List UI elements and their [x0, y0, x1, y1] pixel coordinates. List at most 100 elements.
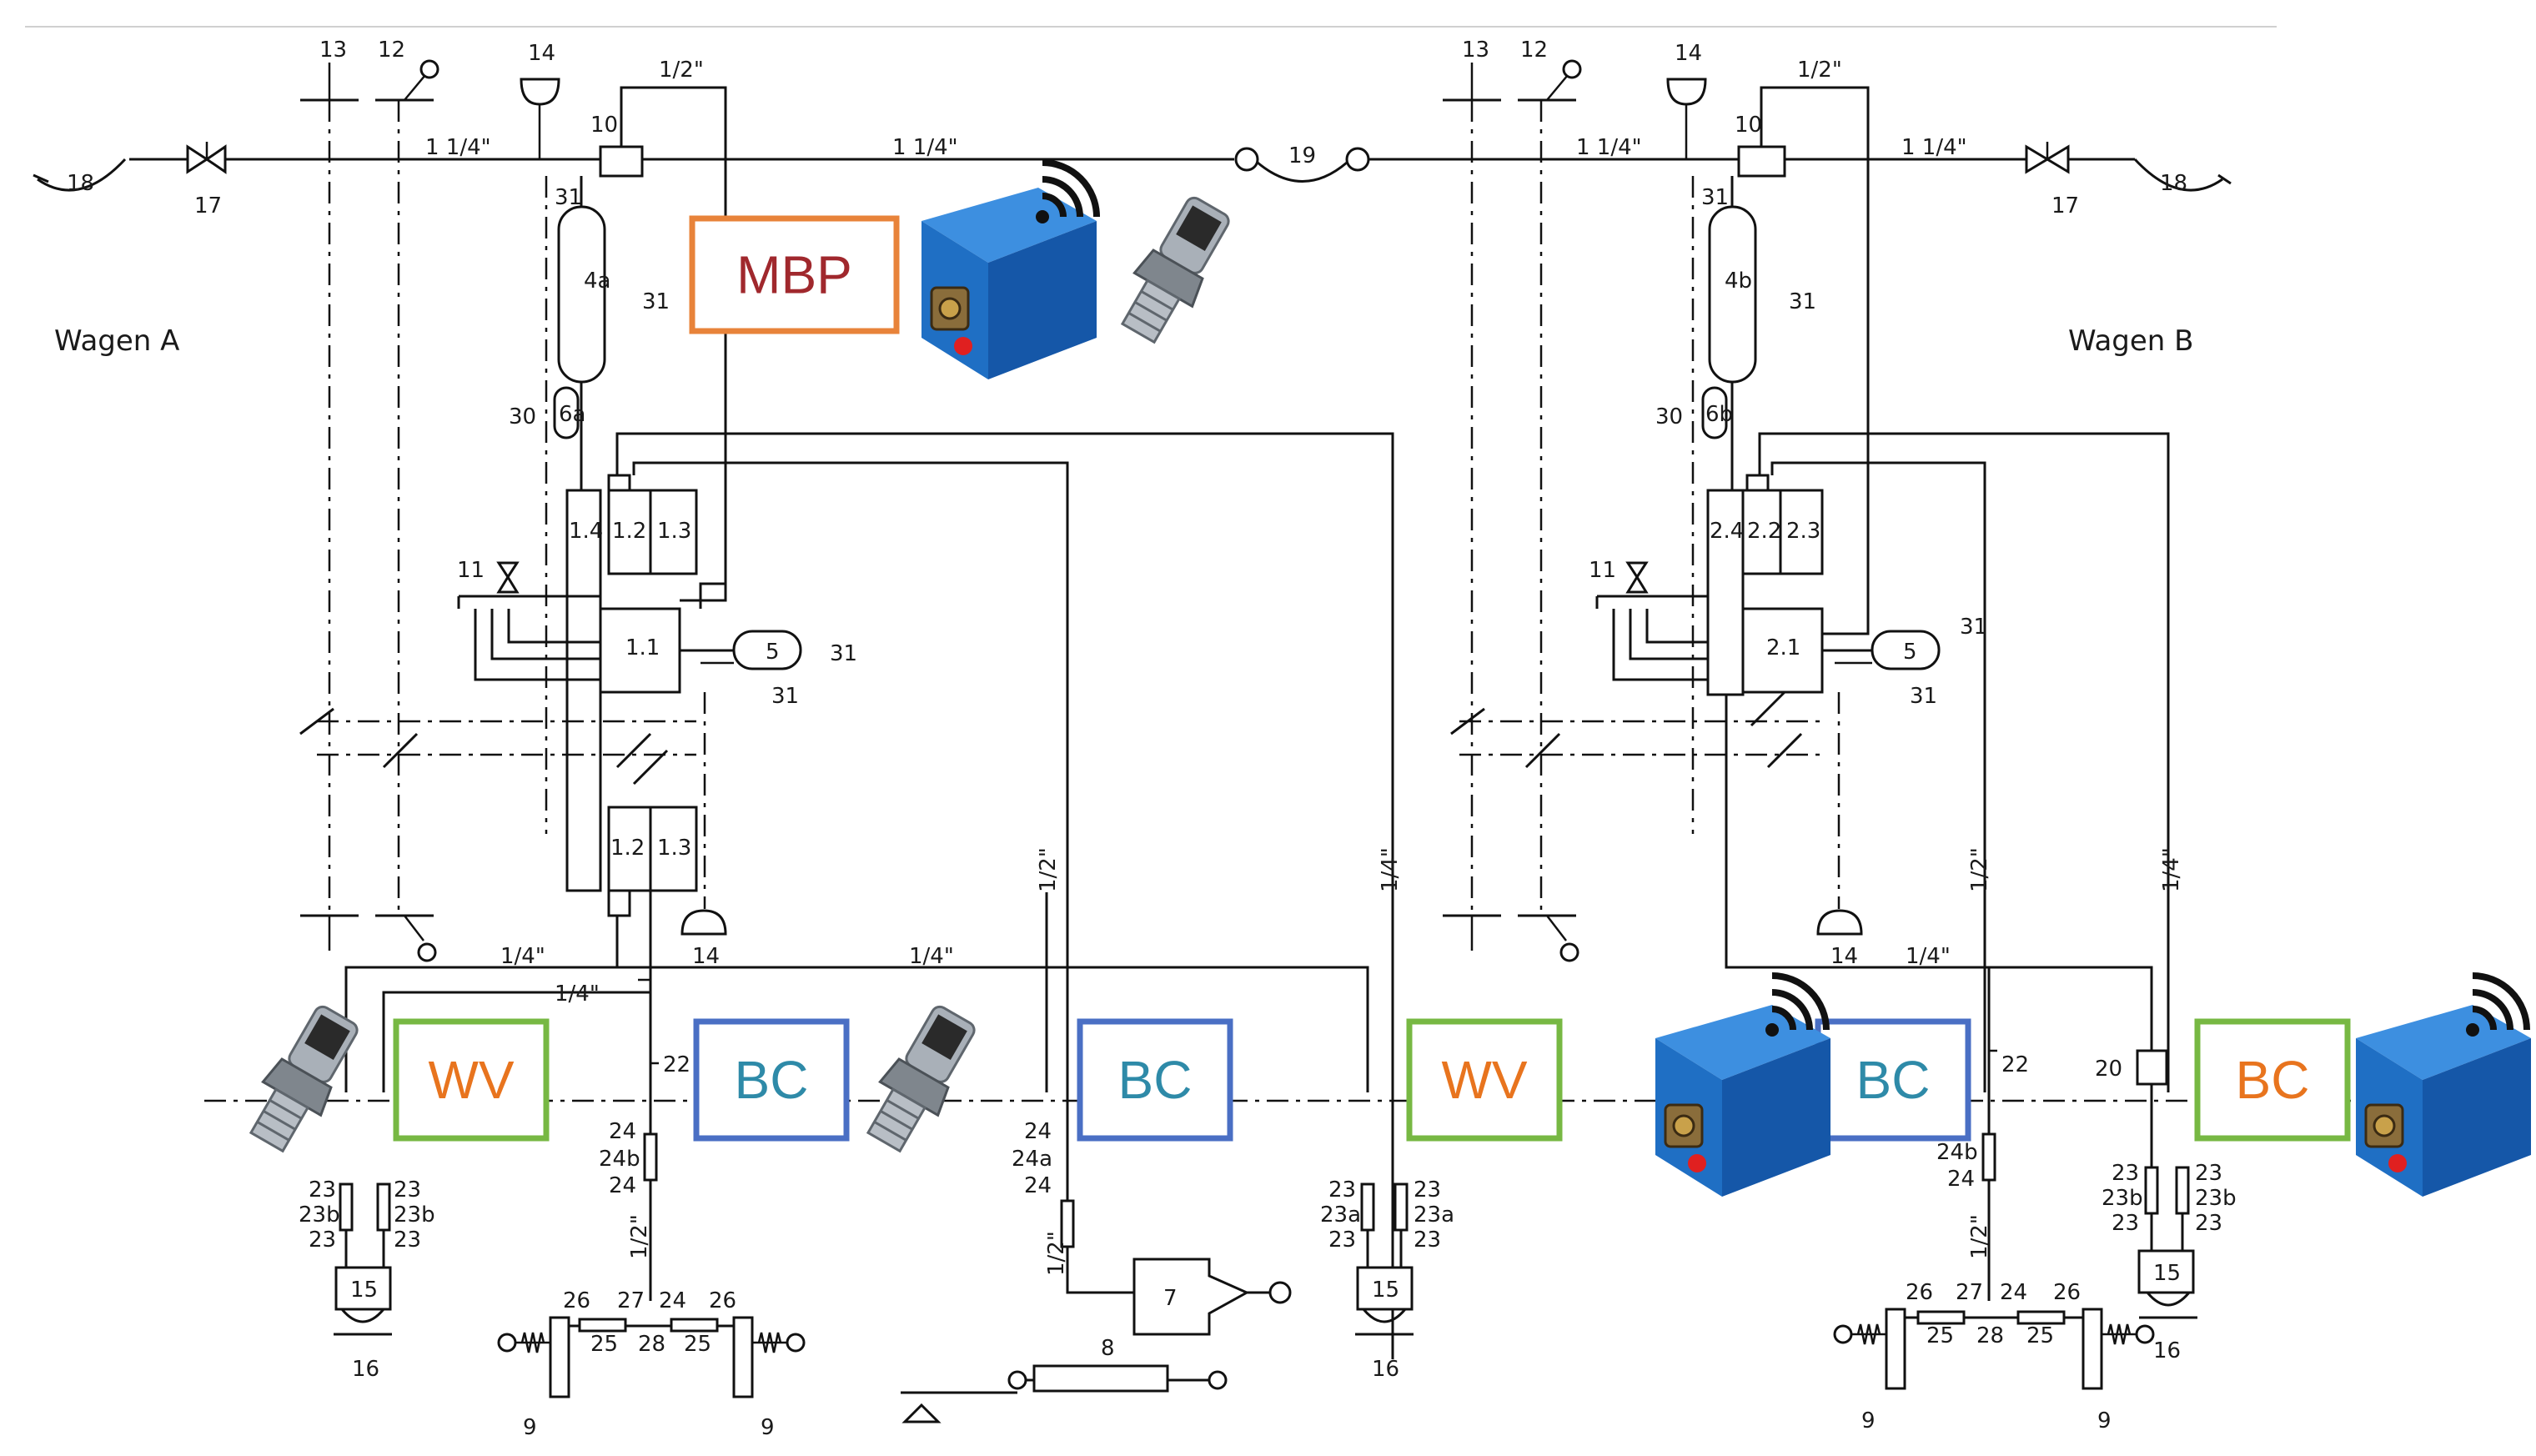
- bc-a2-tag-box: [1077, 1018, 1233, 1142]
- part-number: 27: [1956, 1280, 1983, 1305]
- part-number: 25: [590, 1332, 618, 1357]
- part-number: 24b: [1936, 1140, 1978, 1165]
- part-number: 2.3: [1786, 519, 1820, 544]
- part-number: 5: [1903, 640, 1917, 665]
- pipe-size-label: 1/4": [555, 982, 600, 1007]
- part-number: 28: [1976, 1323, 2004, 1348]
- part-number: 24b: [599, 1147, 640, 1172]
- part-number: 17: [194, 193, 222, 218]
- part-number: 26: [563, 1288, 590, 1313]
- part-number: 13: [319, 38, 347, 63]
- part-number: 23: [2112, 1161, 2139, 1186]
- part-number: 23b: [2195, 1186, 2237, 1211]
- mbp-tag-label: MBP: [736, 245, 852, 305]
- pipe-size-label: 1/4": [909, 944, 954, 969]
- pressure-transducer-icon: [236, 997, 370, 1160]
- bc-a1-tag-label: BC: [735, 1050, 809, 1110]
- part-number: 23b: [2102, 1186, 2143, 1211]
- wireless-sensor-icon: [1654, 1003, 1832, 1198]
- pipe-size-label: 1/4": [1906, 944, 1951, 969]
- part-number: 24: [1024, 1173, 1052, 1198]
- wv-a1-tag-label: WV: [428, 1050, 514, 1110]
- part-number: 6b: [1705, 402, 1733, 427]
- part-number: 24: [2000, 1280, 2027, 1305]
- part-number: 4a: [584, 269, 610, 294]
- part-number: 2.1: [1766, 635, 1800, 660]
- wifi-signal-icon: [1036, 163, 1097, 223]
- pipe-size-label: 1 1/4": [425, 135, 491, 160]
- wifi-signal-icon: [2466, 976, 2527, 1037]
- bc-b2-tag-box: [2194, 1018, 2351, 1142]
- part-number: 11: [457, 558, 485, 583]
- part-number: 18: [67, 171, 94, 196]
- wv-a1-tag-box: [393, 1018, 550, 1142]
- part-number: 17: [2051, 193, 2079, 218]
- part-number: 31: [830, 641, 857, 666]
- part-number: 11: [1589, 558, 1616, 583]
- part-number: 9: [761, 1415, 775, 1440]
- part-number: 1.4: [569, 519, 603, 544]
- part-number: 12: [378, 38, 405, 63]
- pipe-size-label: 1 1/4": [892, 135, 958, 160]
- part-number: 15: [350, 1278, 378, 1303]
- part-number: 1.2: [610, 836, 645, 861]
- part-number: 26: [2053, 1280, 2081, 1305]
- part-number: 15: [2153, 1261, 2181, 1286]
- part-number: 27: [617, 1288, 645, 1313]
- part-number: 7: [1163, 1286, 1178, 1311]
- part-number: 25: [2026, 1323, 2054, 1348]
- bc-b1-tag-label: BC: [1856, 1050, 1931, 1110]
- part-number: 22: [2001, 1052, 2029, 1077]
- part-number: 1.2: [612, 519, 646, 544]
- part-number: 31: [1960, 615, 1987, 640]
- wv-a2-tag-box: [1406, 1018, 1563, 1142]
- part-number: 9: [2097, 1408, 2112, 1433]
- part-number: 23: [1328, 1228, 1356, 1253]
- part-number: 5: [766, 640, 780, 665]
- part-number: 23: [2195, 1161, 2222, 1186]
- pipe-size-label: 1/4": [1378, 847, 1403, 892]
- part-number: 24: [659, 1288, 686, 1313]
- part-number: 23: [309, 1228, 336, 1253]
- wireless-sensor-icon: [920, 186, 1098, 381]
- part-number: 16: [2153, 1338, 2181, 1363]
- pipe-size-label: 1/2": [1797, 58, 1842, 83]
- pipe-size-label: 1/2": [1044, 1231, 1069, 1276]
- part-number: 30: [509, 404, 536, 429]
- part-number: 14: [528, 41, 555, 66]
- part-number: 14: [692, 944, 720, 969]
- part-number: 31: [1701, 185, 1729, 210]
- bc-a2-tag-label: BC: [1118, 1050, 1193, 1110]
- part-number: 28: [638, 1332, 665, 1357]
- pipe-size-label: 1/2": [1967, 1214, 1992, 1259]
- mbp-tag-box: [689, 215, 900, 334]
- part-number: 23: [2195, 1211, 2222, 1236]
- part-number: 20: [2095, 1057, 2122, 1082]
- part-number: 23: [2112, 1211, 2139, 1236]
- bc-a1-tag-box: [693, 1018, 850, 1142]
- pipe-size-label: 1/4": [500, 944, 545, 969]
- part-number: 10: [1735, 113, 1762, 138]
- pressure-transducer-icon: [853, 997, 987, 1160]
- part-number: 24: [1947, 1167, 1975, 1192]
- part-number: 26: [709, 1288, 736, 1313]
- part-number: 2.4: [1710, 519, 1744, 544]
- part-number: 1.3: [657, 836, 691, 861]
- part-number: 14: [1830, 944, 1858, 969]
- part-number: 25: [1926, 1323, 1954, 1348]
- part-number: 23: [1414, 1228, 1441, 1253]
- part-number: 18: [2160, 171, 2187, 196]
- part-number: 24: [609, 1119, 636, 1144]
- part-number: 16: [352, 1357, 379, 1382]
- pipe-size-label: 1 1/4": [1901, 135, 1967, 160]
- part-number: 25: [684, 1332, 711, 1357]
- part-number: 15: [1372, 1278, 1399, 1303]
- part-number: 26: [1906, 1280, 1933, 1305]
- part-number: 1.3: [657, 519, 691, 544]
- part-number: 14: [1675, 41, 1702, 66]
- part-number: 23b: [299, 1202, 340, 1228]
- part-number: 23: [309, 1177, 336, 1202]
- part-number: 1.1: [625, 635, 660, 660]
- part-number: 23: [394, 1228, 421, 1253]
